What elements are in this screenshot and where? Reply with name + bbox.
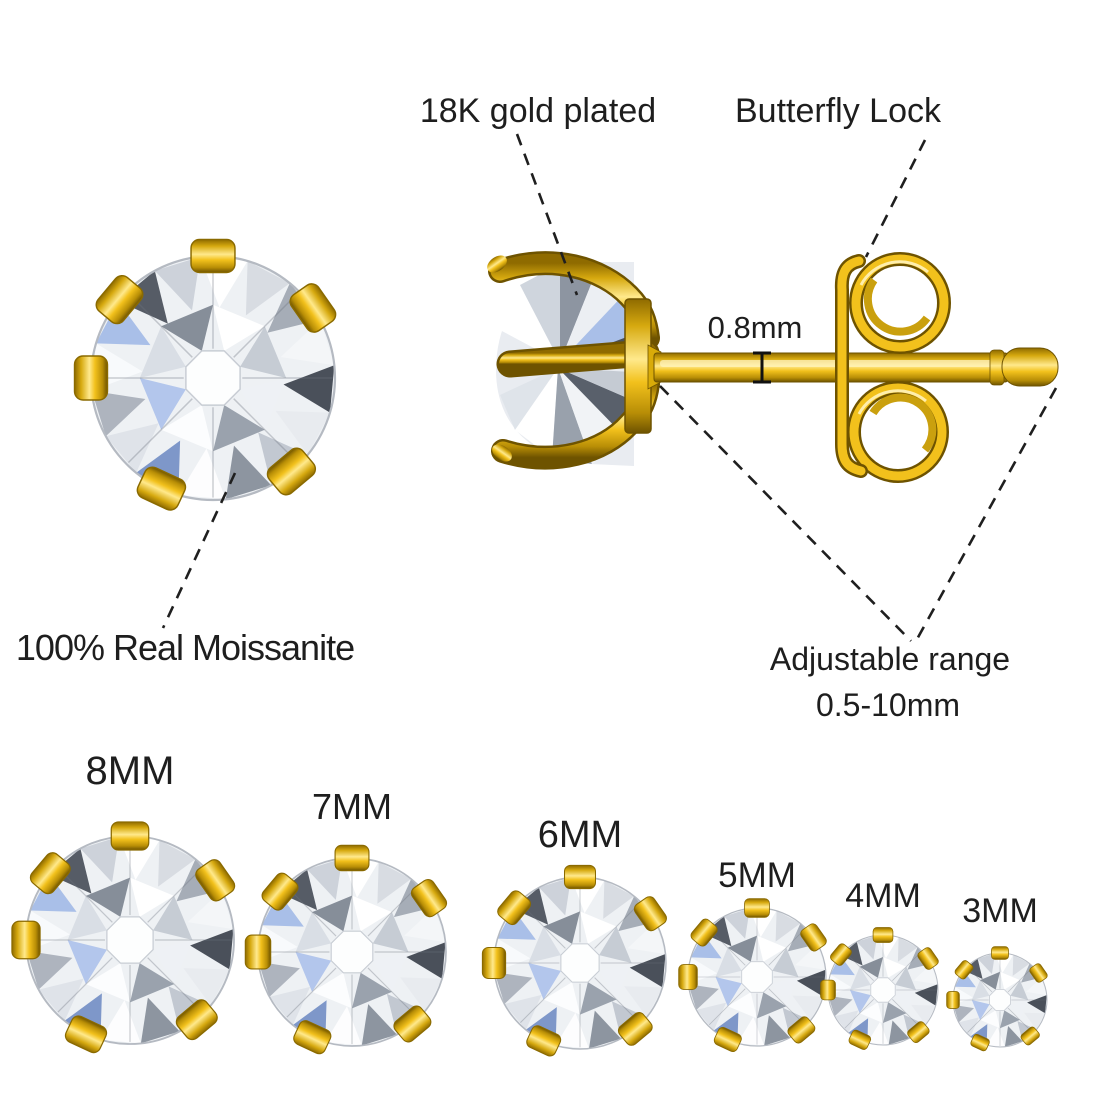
size-label-7mm: 7MM — [312, 786, 392, 827]
earring-post — [653, 347, 1059, 387]
size-stone-5mm — [678, 898, 827, 1053]
leader-lock — [864, 139, 927, 258]
front-stud-photo — [73, 238, 337, 511]
size-stone-3mm — [946, 946, 1048, 1052]
side-stud-photo — [487, 251, 662, 470]
adjustable-range-label: Adjustable range — [769, 641, 1011, 677]
stone-photos — [11, 238, 1048, 1057]
size-label-5mm: 5MM — [718, 856, 796, 895]
annotation-plating-label: 18K gold plated — [419, 92, 657, 130]
size-stone-8mm — [11, 821, 236, 1054]
butterfly-clasp — [834, 252, 951, 483]
size-stone-4mm — [820, 927, 939, 1050]
size-stone-7mm — [244, 844, 448, 1055]
size-label-8mm: 8MM — [85, 749, 175, 793]
dimension-mark — [753, 351, 771, 384]
size-label-4mm: 4MM — [845, 877, 921, 915]
stone-material-label: 100% Real Moissanite — [15, 627, 355, 668]
leader-adjustable-right — [914, 387, 1058, 642]
annotation-lock-label: Butterfly Lock — [735, 92, 941, 130]
size-label-6mm: 6MM — [537, 814, 623, 856]
leader-plating — [515, 133, 579, 296]
size-stone-6mm — [481, 864, 667, 1057]
leader-stone-material — [161, 472, 237, 629]
post-thickness-label: 0.8mm — [707, 310, 803, 345]
leader-lines — [161, 133, 1058, 642]
post-tip — [1001, 347, 1059, 387]
basket-wall — [624, 298, 652, 434]
leader-adjustable-left — [659, 385, 912, 642]
adjustable-range-value: 0.5-10mm — [815, 687, 961, 723]
size-label-3mm: 3MM — [962, 892, 1038, 930]
